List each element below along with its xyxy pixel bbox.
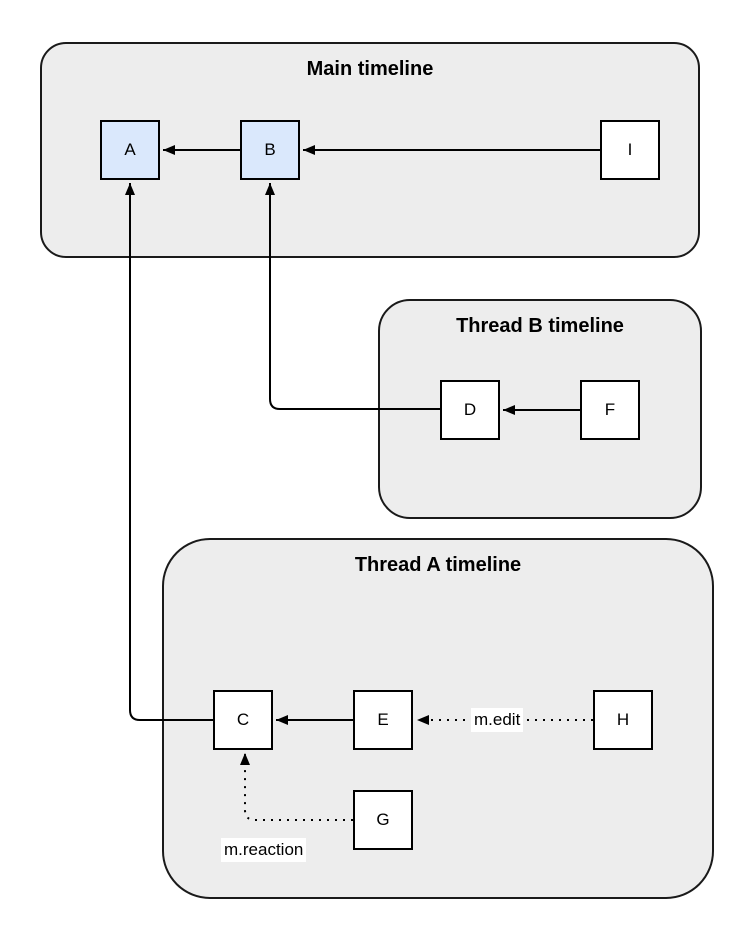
node-F: F bbox=[580, 380, 640, 440]
node-H: H bbox=[593, 690, 653, 750]
edge-label-m-reaction: m.reaction bbox=[221, 838, 307, 862]
container-title-main-timeline: Main timeline bbox=[306, 58, 434, 80]
node-C: C bbox=[213, 690, 273, 750]
edge-label-m-edit: m.edit bbox=[471, 708, 524, 732]
container-title-thread-b-timeline: Thread B timeline bbox=[456, 315, 624, 337]
node-G: G bbox=[353, 790, 413, 850]
container-thread-b-timeline: Thread B timeline bbox=[378, 299, 702, 519]
node-I: I bbox=[600, 120, 660, 180]
node-A: A bbox=[100, 120, 160, 180]
container-title-thread-a-timeline: Thread A timeline bbox=[354, 554, 522, 576]
node-E: E bbox=[353, 690, 413, 750]
node-D: D bbox=[440, 380, 500, 440]
node-B: B bbox=[240, 120, 300, 180]
